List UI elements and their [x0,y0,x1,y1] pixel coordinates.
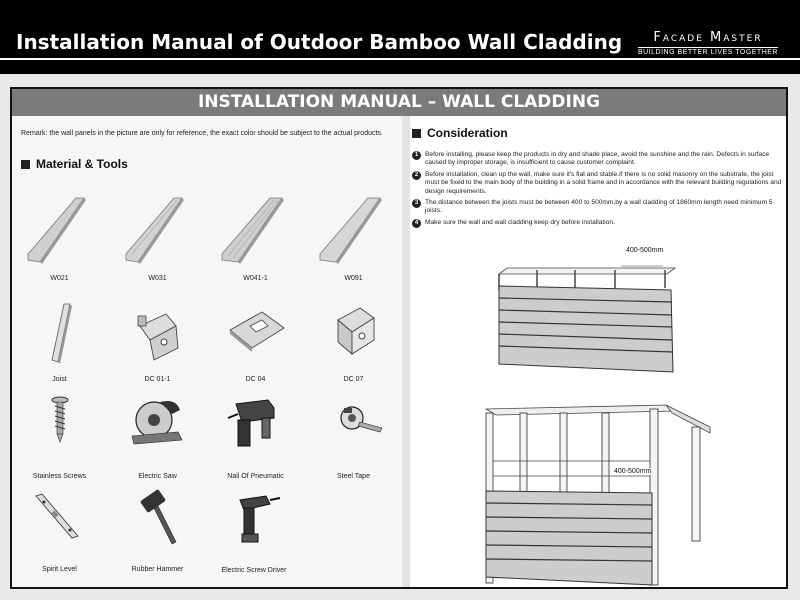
material-label: DC 07 [343,376,364,383]
consideration-column: Consideration 1 Before installing, pleas… [410,116,786,587]
bamboo-board-icon [319,197,382,264]
materials-column: Remark: the wall panels in the picture a… [12,116,402,587]
material-label: Stainless Screws [32,473,87,480]
joist-icon [51,303,72,364]
circular-saw-icon [131,401,183,445]
material-item-w041-1: W041-1 [208,196,303,286]
bottom-dimension-label: 400-500mm [614,468,652,475]
consideration-item: 1 Before installing, please keep the pro… [412,151,782,168]
manual-banner: INSTALLATION MANUAL – WALL CLADDING [12,89,786,116]
material-item-joist: Joist [12,296,107,386]
material-item-w031: W031 [110,196,205,286]
brand-name: Facade Master [653,30,763,45]
material-item-dc-04: DC 04 [208,296,303,386]
step-number-icon: 4 [412,218,421,228]
tape-measure-icon [340,406,383,433]
material-label: Electric Screw Driver [221,567,287,574]
material-label: Steel Tape [337,473,370,480]
section-bullet-icon [21,159,30,169]
bamboo-board-icon [27,197,86,264]
consideration-list: 1 Before installing, please keep the pro… [412,151,782,231]
consideration-title: Consideration [412,126,508,140]
bamboo-board-icon [221,197,284,264]
clip-icon [137,313,179,361]
column-divider [402,116,410,587]
rubber-hammer-icon [140,489,177,545]
top-dimension-label: 400-500mm [626,247,664,254]
material-item-rubber-hammer: Rubber Hammer [110,486,205,576]
consideration-title-text: Consideration [427,126,508,140]
electric-screwdriver-icon [239,495,281,543]
slide-header: Installation Manual of Outdoor Bamboo Wa… [0,0,800,74]
brand-logo: Facade Master BUILDING BETTER LIVES TOGE… [638,30,778,56]
consideration-item: 3 The distance between the joists must b… [412,199,782,216]
material-label: Nail Of Pneumatic [227,473,284,480]
starter-clip-icon [337,307,375,355]
material-item-dc-07: DC 07 [306,296,401,386]
material-item-electric-saw: Electric Saw [110,392,205,482]
wall-cladding-diagram-top [497,265,677,373]
screw-icon [51,396,69,443]
material-item-steel-tape: Steel Tape [306,392,401,482]
material-label: DC 04 [245,376,266,383]
material-label: W091 [344,275,363,282]
consideration-item: 4 Make sure the wall and wall cladding k… [412,218,782,228]
material-label: Rubber Hammer [131,566,184,573]
material-item-w091: W091 [306,196,401,286]
step-number-icon: 1 [412,151,421,160]
step-number-icon: 2 [412,170,421,180]
nail-gun-icon [227,399,275,447]
header-divider [0,58,800,60]
consideration-item: 2 Before installation, clean up the wall… [412,170,782,196]
material-label: Spirit Level [42,566,77,573]
material-label: W021 [50,275,69,282]
material-item-electric-screw-driver: Electric Screw Driver [208,486,303,576]
material-item-w021: W021 [12,196,107,286]
slide-title: Installation Manual of Outdoor Bamboo Wa… [16,30,623,54]
materials-title-text: Material & Tools [36,157,128,171]
consideration-text: Before installing, please keep the produ… [425,151,770,167]
consideration-text: Make sure the wall and wall cladding kee… [425,218,615,226]
manual-panel: INSTALLATION MANUAL – WALL CLADDING Rema… [10,87,788,589]
material-item-spirit-level: Spirit Level [12,486,107,576]
spirit-level-icon [35,493,79,539]
material-label: W041-1 [243,275,268,282]
material-item-nail-of-pneumatic: Nail Of Pneumatic [208,392,303,482]
material-label: DC 01-1 [144,376,171,383]
remark-text: Remark: the wall panels in the picture a… [21,130,383,137]
material-label: W031 [148,275,167,282]
section-bullet-icon [412,128,421,138]
material-item-stainless-screws: Stainless Screws [12,392,107,482]
step-number-icon: 3 [412,199,421,209]
materials-title: Material & Tools [21,157,128,171]
plate-clip-icon [229,311,285,352]
material-label: Joist [52,376,67,383]
material-item-dc-01-1: DC 01-1 [110,296,205,386]
consideration-text: Before installation, clean up the wall, … [425,170,782,195]
wall-frame-diagram-bottom [484,404,711,586]
consideration-text: The distance between the joists must be … [425,199,773,215]
material-label: Electric Saw [138,473,177,480]
bamboo-board-icon [125,197,184,264]
brand-tagline: BUILDING BETTER LIVES TOGETHER [638,47,778,56]
